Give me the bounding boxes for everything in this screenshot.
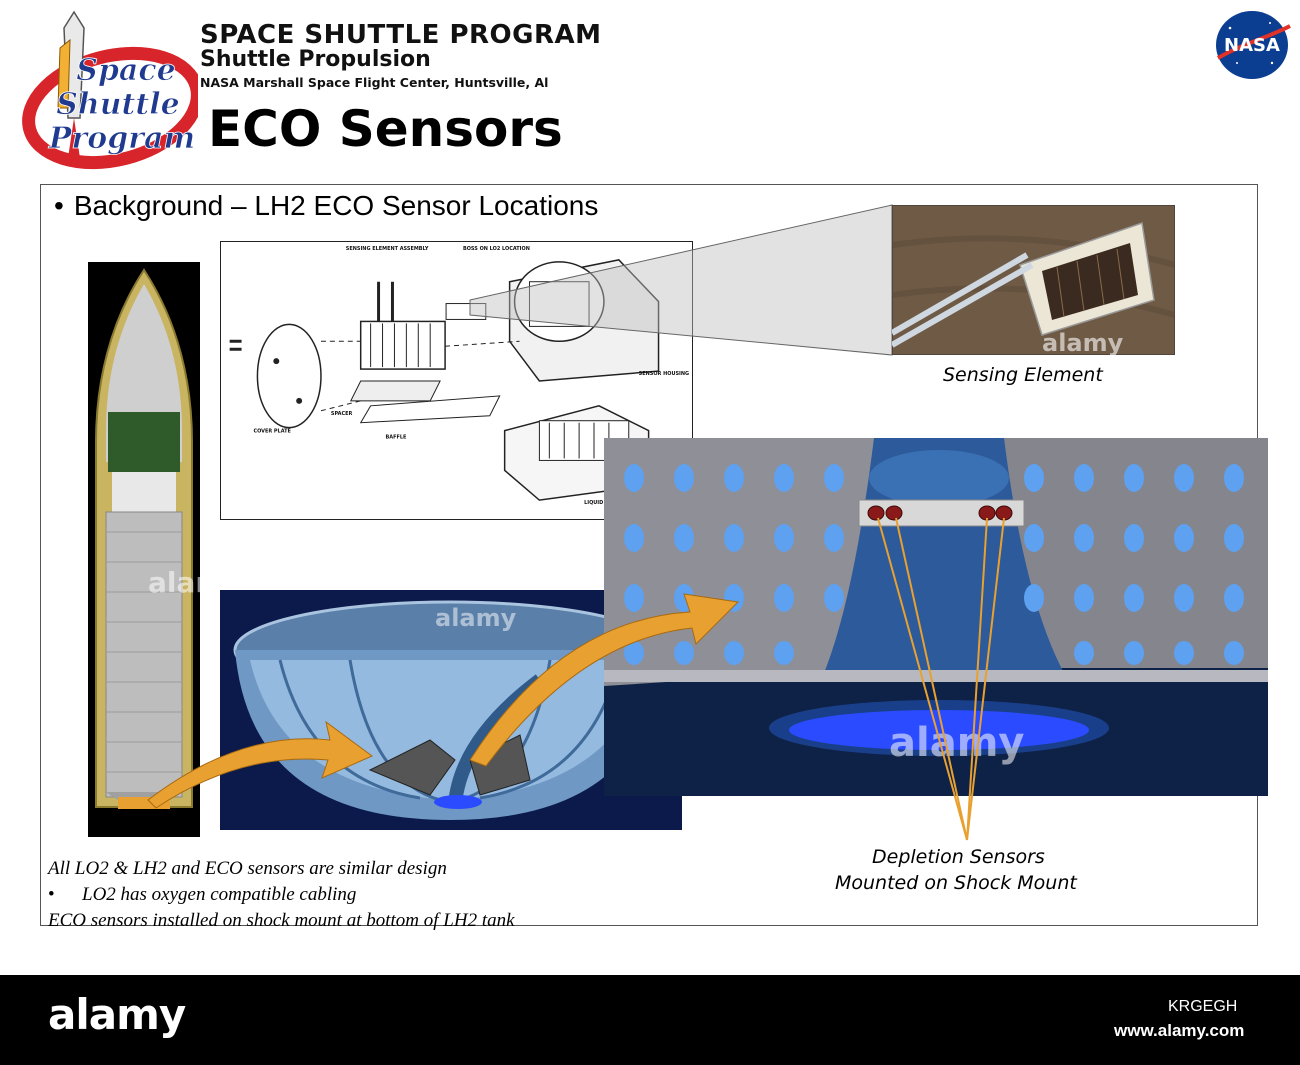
section-bullet: • Background – LH2 ECO Sensor Locations bbox=[54, 190, 598, 222]
center-name: NASA Marshall Space Flight Center, Hunts… bbox=[200, 75, 549, 90]
note-bullet: • bbox=[48, 884, 55, 905]
note-line-2-text: LO2 has oxygen compatible cabling bbox=[82, 884, 357, 905]
note-line-1: All LO2 & LH2 and ECO sensors are simila… bbox=[48, 858, 447, 879]
bullet-dot: • bbox=[54, 190, 64, 221]
logo-word-1: Space bbox=[76, 53, 175, 88]
footer-bar bbox=[0, 975, 1300, 1065]
depletion-caption-line1: Depletion Sensors bbox=[872, 846, 1045, 868]
label-sensing-element: SENSING ELEMENT ASSEMBLY bbox=[346, 246, 429, 252]
program-subtitle: Shuttle Propulsion bbox=[200, 47, 431, 72]
watermark-tank: alamy bbox=[148, 566, 200, 599]
watermark-photo: alamy bbox=[1042, 329, 1124, 355]
label-sensor-housing: SENSOR HOUSING bbox=[639, 371, 689, 377]
depletion-caption-line2: Mounted on Shock Mount bbox=[835, 872, 1077, 894]
label-spacer: SPACER bbox=[331, 411, 353, 417]
footer-brand: alamy bbox=[48, 990, 186, 1039]
space-shuttle-program-logo: Space Shuttle Program bbox=[22, 10, 198, 170]
section-heading: Background – LH2 ECO Sensor Locations bbox=[73, 190, 599, 221]
watermark-closeup: alamy bbox=[889, 720, 1024, 766]
nasa-logo: NASA bbox=[1216, 11, 1291, 79]
label-baffle: BAFFLE bbox=[386, 435, 408, 441]
program-title: SPACE SHUTTLE PROGRAM bbox=[200, 20, 602, 50]
footer-image-id: KRGEGH bbox=[1168, 998, 1238, 1015]
sensing-element-caption: Sensing Element bbox=[943, 364, 1103, 386]
shock-mount-closeup-rendering: alamy bbox=[604, 438, 1268, 796]
note-line-3: ECO sensors installed on shock mount at … bbox=[48, 910, 515, 931]
logo-word-3: Program bbox=[48, 121, 195, 156]
footer-url: www.alamy.com bbox=[1114, 1021, 1245, 1040]
page-title: ECO Sensors bbox=[208, 100, 563, 158]
label-cover-plate: COVER PLATE bbox=[253, 429, 291, 435]
watermark-dome: alamy bbox=[435, 604, 517, 632]
sensing-element-photo: alamy bbox=[892, 205, 1175, 355]
nasa-logo-text: NASA bbox=[1224, 35, 1280, 56]
label-boss: BOSS ON LO2 LOCATION bbox=[463, 246, 530, 252]
note-line-2: • LO2 has oxygen compatible cabling bbox=[48, 884, 356, 906]
logo-word-2: Shuttle bbox=[56, 87, 180, 122]
